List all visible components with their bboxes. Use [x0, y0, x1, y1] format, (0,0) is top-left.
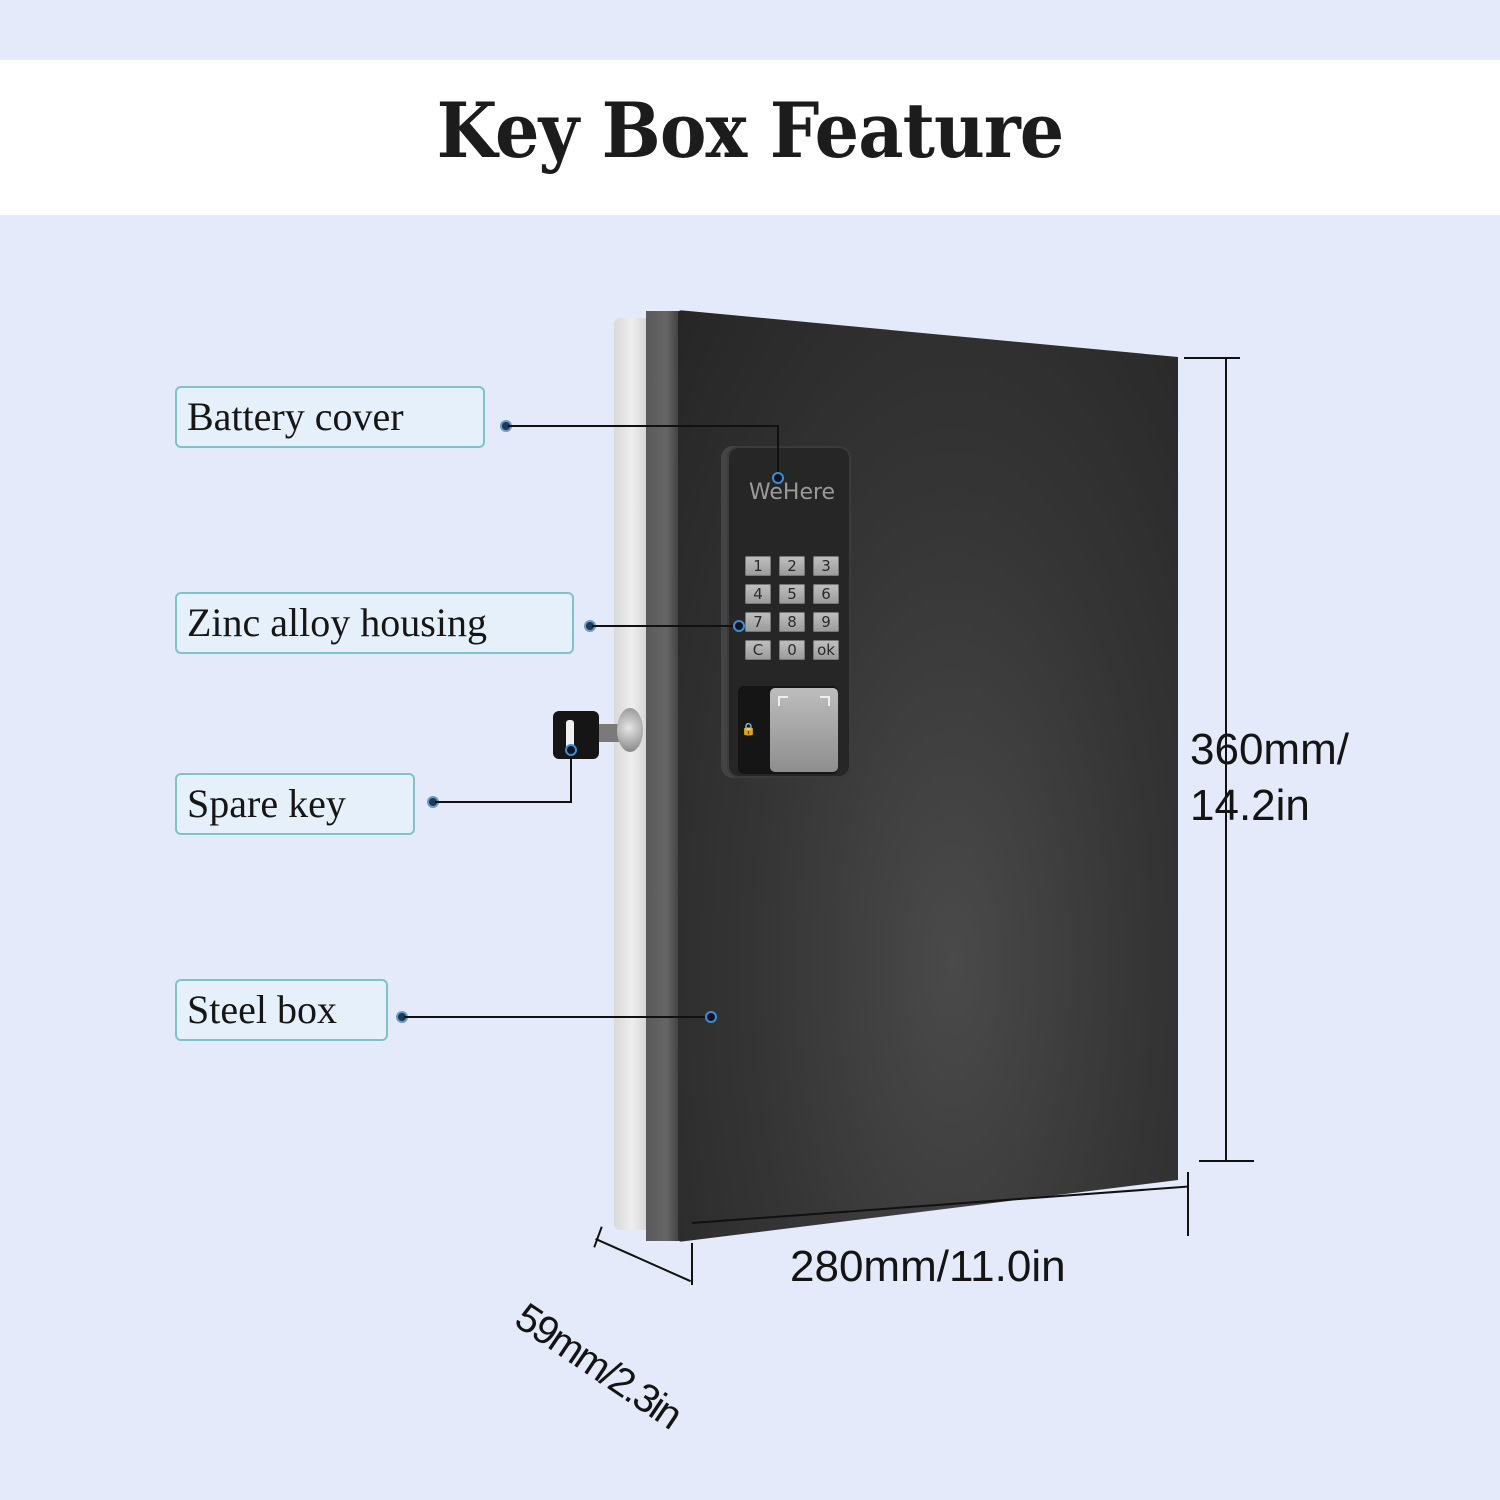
title-band [0, 60, 1500, 215]
box-side-panel [614, 318, 650, 1230]
keypad-key[interactable]: ok [813, 640, 839, 660]
callout-line [777, 425, 779, 477]
callout-target-ring [565, 744, 577, 756]
width-dimension-label: 280mm/11.0in [790, 1242, 1066, 1291]
callout-dot [502, 422, 510, 430]
callout-line [592, 625, 734, 627]
height-dimension-in: 14.2in [1190, 781, 1310, 830]
key-slot [566, 720, 574, 750]
page-title: Key Box Feature [436, 86, 1065, 175]
keypad-key[interactable]: 6 [813, 584, 839, 604]
keypad-key[interactable]: 4 [745, 584, 771, 604]
key-lock-cylinder [617, 708, 643, 752]
width-dimension-right-tick [1187, 1172, 1189, 1236]
keypad-key[interactable]: C [745, 640, 771, 660]
callout-label-zinc-alloy-housing: Zinc alloy housing [175, 592, 574, 654]
brand-logo: WeHere [748, 480, 836, 505]
keypad-key[interactable]: 3 [813, 556, 839, 576]
key-shaft [598, 724, 622, 742]
corner-mark-icon [820, 696, 830, 706]
depth-dimension-line [595, 1238, 692, 1283]
callout-line [508, 425, 779, 427]
height-dimension-mm: 360mm/ [1190, 725, 1349, 774]
depth-dimension-label: 59mm/2.3in [507, 1295, 689, 1438]
callout-line [435, 801, 572, 803]
height-dimension-bottom-tick [1199, 1160, 1254, 1162]
callout-dot [586, 622, 594, 630]
depth-dimension-left-tick [593, 1226, 603, 1248]
callout-label-steel-box: Steel box [175, 979, 388, 1041]
door-handle[interactable] [770, 688, 838, 772]
keypad-key[interactable]: 9 [813, 612, 839, 632]
callout-line [570, 748, 572, 803]
box-door-edge [646, 311, 680, 1241]
keypad-key[interactable]: 7 [745, 612, 771, 632]
callout-target-ring [772, 472, 784, 484]
keypad-key[interactable]: 0 [779, 640, 805, 660]
keypad-key[interactable]: 5 [779, 584, 805, 604]
height-dimension-label: 360mm/ 14.2in [1190, 722, 1349, 834]
callout-target-ring [733, 620, 745, 632]
keypad: 1 2 3 4 5 6 7 8 9 C 0 ok [745, 556, 839, 660]
keypad-key[interactable]: 8 [779, 612, 805, 632]
height-dimension-line [1225, 358, 1227, 1161]
keypad-key[interactable]: 2 [779, 556, 805, 576]
width-dimension-left-tick [691, 1243, 693, 1285]
height-dimension-top-tick [1184, 357, 1240, 359]
callout-line [404, 1016, 708, 1018]
corner-mark-icon [778, 696, 788, 706]
callout-dot [429, 798, 437, 806]
callout-label-battery-cover: Battery cover [175, 386, 485, 448]
callout-target-ring [705, 1011, 717, 1023]
keypad-key[interactable]: 1 [745, 556, 771, 576]
callout-dot [398, 1013, 406, 1021]
lock-icon: 🔒 [741, 722, 756, 736]
callout-label-spare-key: Spare key [175, 773, 415, 835]
